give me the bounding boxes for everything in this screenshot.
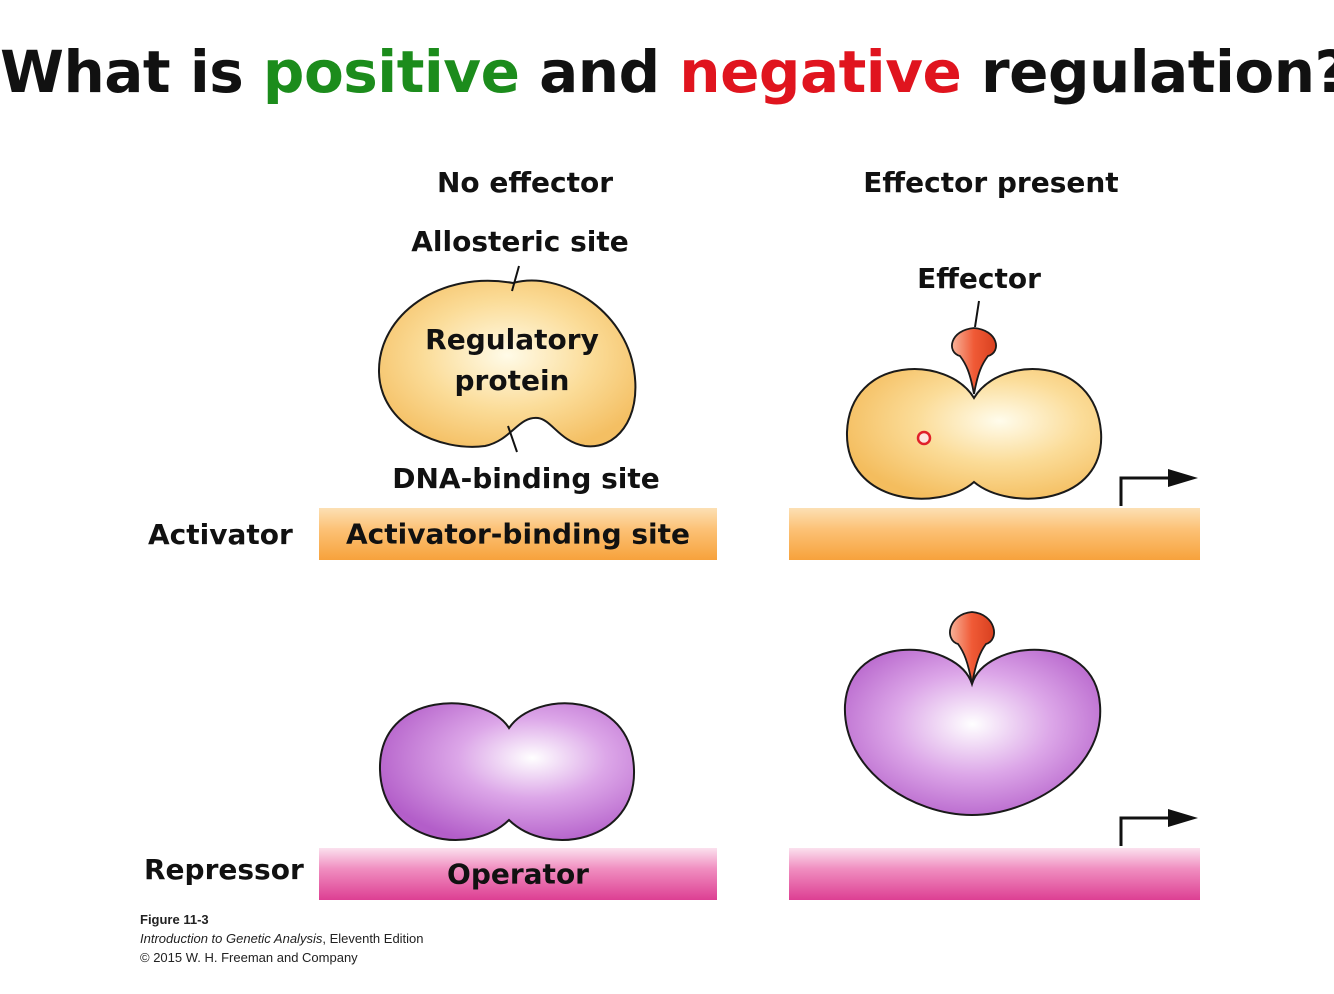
repressor-protein-bound — [378, 702, 636, 841]
activator-binding-site-label: Activator-binding site — [345, 517, 691, 551]
book-title: Introduction to Genetic Analysis — [140, 931, 323, 946]
activator-dna-strip-effector — [789, 508, 1200, 560]
column-header-no-effector: No effector — [436, 166, 614, 199]
dna-binding-site-pointer — [507, 425, 518, 453]
activator-binding-strip: Activator-binding site — [319, 508, 717, 560]
operator-strip: Operator — [319, 848, 717, 900]
transcription-arrow-activator-head — [1168, 469, 1198, 487]
row-label-repressor: Repressor — [144, 853, 304, 886]
title-positive: positive — [262, 38, 520, 106]
activator-protein-inactive — [377, 279, 637, 448]
transcription-arrow-repressor-head — [1168, 809, 1198, 827]
effector-molecule-activator — [951, 327, 997, 395]
row-label-activator: Activator — [148, 518, 293, 551]
column-header-effector-present: Effector present — [863, 166, 1119, 199]
title-part2: and — [519, 38, 680, 106]
figure-number: Figure 11-3 — [140, 912, 209, 927]
transcription-arrow-activator — [1119, 476, 1172, 506]
regulatory-protein-label-line1: Regulatory — [425, 323, 599, 356]
repressor-protein-released — [843, 648, 1102, 817]
figure-credits: Figure 11-3 Introduction to Genetic Anal… — [140, 910, 424, 967]
title-part1: What is — [0, 38, 263, 106]
title-part3: regulation? — [961, 38, 1334, 106]
effector-pointer — [974, 300, 980, 328]
page-title: What is positive and negative regulation… — [0, 38, 1334, 106]
title-negative: negative — [679, 38, 962, 106]
copyright: © 2015 W. H. Freeman and Company — [140, 950, 358, 965]
activator-protein-active — [845, 368, 1103, 500]
repressor-dna-strip-effector — [789, 848, 1200, 900]
activator-active-site-marker — [916, 430, 932, 446]
book-line: Introduction to Genetic Analysis, Eleven… — [140, 929, 424, 948]
book-edition: , Eleventh Edition — [322, 931, 424, 946]
transcription-arrow-repressor — [1119, 816, 1172, 846]
operator-label: Operator — [447, 857, 589, 891]
allosteric-site-pointer — [511, 265, 520, 292]
allosteric-site-label: Allosteric site — [411, 225, 629, 258]
effector-label: Effector — [917, 262, 1041, 295]
regulatory-protein-label-line2: protein — [454, 364, 570, 397]
dna-binding-site-label: DNA-binding site — [392, 462, 660, 495]
effector-molecule-repressor — [949, 611, 995, 685]
